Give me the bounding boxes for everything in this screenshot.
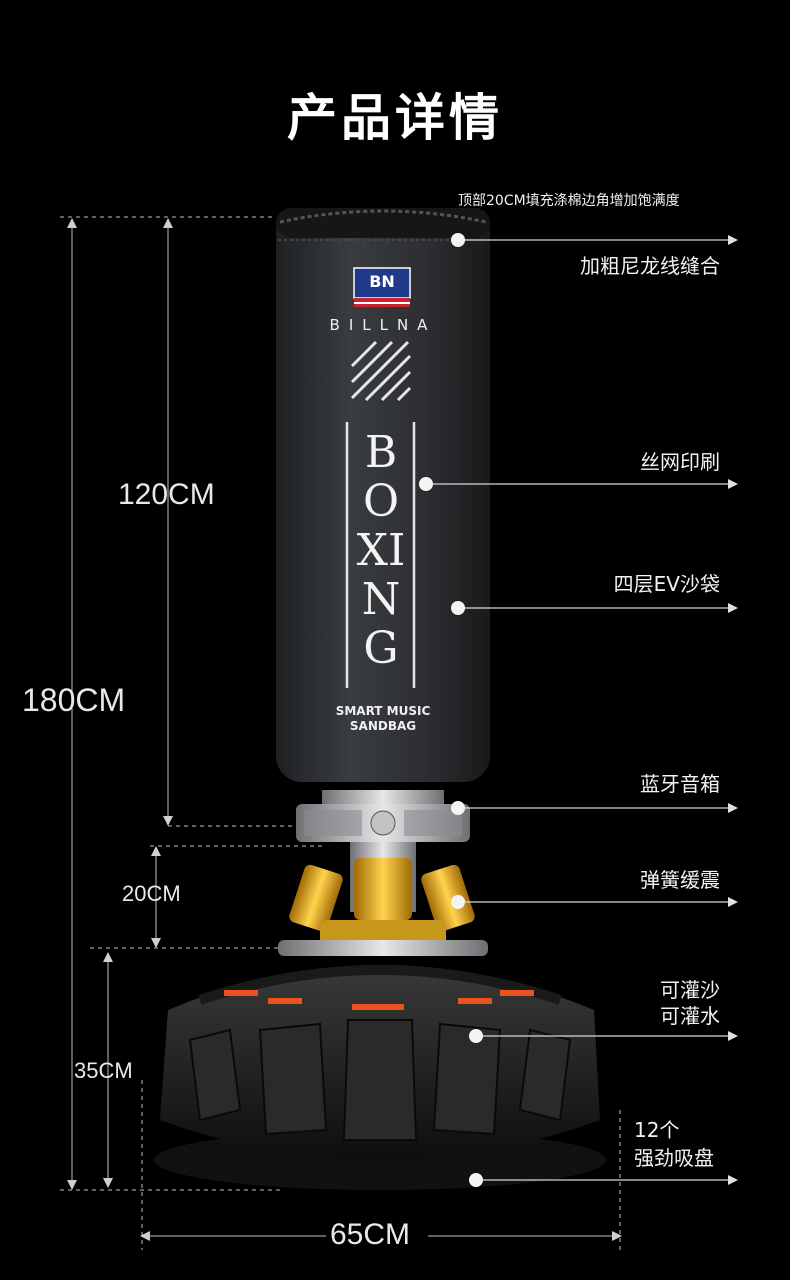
callout-spring-shock: 弹簧缓震	[640, 868, 720, 892]
spring-height-label: 20CM	[122, 881, 181, 906]
callout-fill-sand: 可灌沙	[660, 978, 720, 1002]
total-height-label: 180CM	[22, 682, 126, 718]
callout-screen-print: 丝网印刷	[640, 450, 720, 474]
bluetooth-speaker	[296, 790, 470, 842]
callout-ev-sandbag: 四层EV沙袋	[613, 572, 720, 596]
page-title: 产品详情	[287, 89, 503, 147]
brand-name: BILLNA	[329, 316, 437, 334]
callout-top-filling: 顶部20CM填充涤棉边角增加饱满度	[458, 193, 680, 209]
callout-nylon-seam: 加粗尼龙线缝合	[580, 254, 720, 278]
callout-leaders	[419, 233, 730, 1187]
brand-logo	[353, 267, 411, 307]
vertical-boxing-text: BOXING	[356, 427, 406, 674]
dimension-lines	[60, 216, 621, 1250]
base-height-label: 35CM	[74, 1058, 133, 1083]
product-subtitle-1: SMART MUSIC	[335, 704, 431, 718]
base-width-label: 65CM	[330, 1218, 411, 1251]
boxing-frame	[345, 422, 416, 688]
spring-shock-absorber	[278, 842, 488, 956]
sandbag-body	[276, 208, 490, 782]
callout-arrowheads	[728, 235, 738, 1185]
logo-mark: BN	[369, 272, 395, 291]
callout-suction-count: 12个	[634, 1118, 680, 1142]
callout-fill-water: 可灌水	[660, 1004, 720, 1028]
bag-height-label: 120CM	[118, 478, 215, 511]
callout-suction-cups: 强劲吸盘	[634, 1146, 714, 1170]
stripe-emblem	[350, 340, 412, 402]
product-subtitle-2: SANDBAG	[349, 719, 417, 733]
weighted-base	[154, 965, 606, 1190]
dimension-arrowheads	[67, 218, 622, 1241]
callout-bluetooth-speaker: 蓝牙音箱	[640, 772, 720, 796]
